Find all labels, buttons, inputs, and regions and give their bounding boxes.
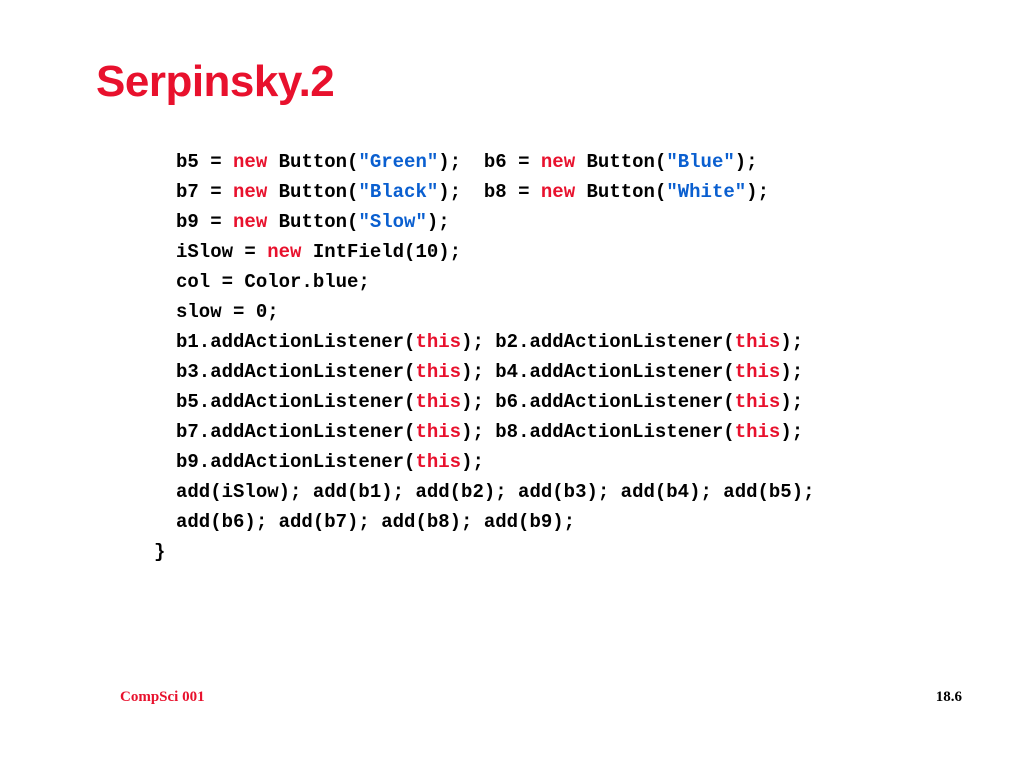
code-token-keyword: this	[734, 391, 781, 413]
code-token-plain: iSlow =	[176, 241, 268, 263]
footer-course: CompSci 001	[120, 689, 205, 705]
code-token-plain: col = Color.blue;	[176, 271, 370, 293]
code-token-keyword: this	[415, 451, 462, 473]
slide-title: Serpinsky.2	[96, 57, 335, 106]
code-token-plain: ); b8.addActionListener(	[461, 421, 735, 443]
code-token-plain: );	[780, 391, 804, 413]
footer-page-number: 18.6	[935, 689, 962, 705]
code-token-keyword: this	[415, 361, 462, 383]
code-token-plain: );	[780, 421, 804, 443]
code-token-plain: );	[734, 151, 758, 173]
code-token-plain: );	[426, 211, 450, 233]
code-token-keyword: new	[267, 241, 302, 263]
code-line: b9 = new Button("Slow");	[176, 207, 815, 237]
code-token-plain: add(iSlow); add(b1); add(b2); add(b3); a…	[176, 481, 815, 503]
code-token-plain: slow = 0;	[176, 301, 279, 323]
code-token-keyword: new	[540, 181, 576, 203]
code-token-plain: );	[461, 451, 484, 473]
code-line: b1.addActionListener(this); b2.addAction…	[176, 327, 815, 357]
code-token-keyword: new	[233, 211, 268, 233]
code-line: add(b6); add(b7); add(b8); add(b9);	[176, 507, 815, 537]
code-token-string: "White"	[666, 181, 747, 203]
code-token-plain: Button(	[267, 211, 359, 233]
code-token-plain: b3.addActionListener(	[176, 361, 416, 383]
code-line: slow = 0;	[176, 297, 815, 327]
code-token-plain: );	[780, 331, 804, 353]
code-line: add(iSlow); add(b1); add(b2); add(b3); a…	[176, 477, 815, 507]
code-block: b5 = new Button("Green"); b6 = new Butto…	[154, 147, 815, 567]
code-token-string: "Black"	[358, 181, 439, 203]
code-token-plain: ); b2.addActionListener(	[461, 331, 735, 353]
code-token-plain: ); b6.addActionListener(	[461, 391, 735, 413]
code-token-keyword: this	[734, 331, 781, 353]
code-token-plain: );	[746, 181, 769, 203]
code-token-plain: b9.addActionListener(	[176, 451, 416, 473]
code-token-plain: IntField(10);	[301, 241, 462, 263]
code-token-plain: b9 =	[176, 211, 234, 233]
code-token-keyword: new	[540, 151, 576, 173]
code-token-plain: b5 =	[176, 151, 234, 173]
code-token-plain: b7 =	[176, 181, 234, 203]
code-token-plain: );	[780, 361, 804, 383]
code-line: b7.addActionListener(this); b8.addAction…	[176, 417, 815, 447]
code-token-keyword: new	[233, 181, 268, 203]
code-token-plain: b7.addActionListener(	[176, 421, 416, 443]
code-token-plain: Button(	[575, 181, 667, 203]
code-token-string: "Green"	[358, 151, 439, 173]
code-line: iSlow = new IntField(10);	[176, 237, 815, 267]
code-token-string: "Slow"	[358, 211, 427, 233]
code-token-plain: b1.addActionListener(	[176, 331, 416, 353]
code-token-string: "Blue"	[666, 151, 735, 173]
code-token-keyword: this	[415, 421, 462, 443]
code-token-plain: Button(	[267, 151, 359, 173]
code-token-plain: Button(	[267, 181, 359, 203]
code-token-plain: b5.addActionListener(	[176, 391, 416, 413]
code-token-keyword: this	[415, 391, 462, 413]
code-line: b5.addActionListener(this); b6.addAction…	[176, 387, 815, 417]
code-line: col = Color.blue;	[176, 267, 815, 297]
code-line: b7 = new Button("Black"); b8 = new Butto…	[176, 177, 815, 207]
code-token-plain: add(b6); add(b7); add(b8); add(b9);	[176, 511, 576, 533]
code-token-keyword: this	[734, 421, 781, 443]
code-token-keyword: this	[415, 331, 462, 353]
code-line: b9.addActionListener(this);	[176, 447, 815, 477]
code-token-plain: ); b4.addActionListener(	[461, 361, 735, 383]
closing-brace: }	[154, 541, 166, 563]
code-token-plain: ); b6 =	[438, 151, 541, 173]
code-token-plain: ); b8 =	[438, 181, 541, 203]
code-line: b5 = new Button("Green"); b6 = new Butto…	[176, 147, 815, 177]
code-token-plain: Button(	[575, 151, 667, 173]
code-token-keyword: this	[734, 361, 781, 383]
code-line: b3.addActionListener(this); b4.addAction…	[176, 357, 815, 387]
code-token-keyword: new	[233, 151, 268, 173]
